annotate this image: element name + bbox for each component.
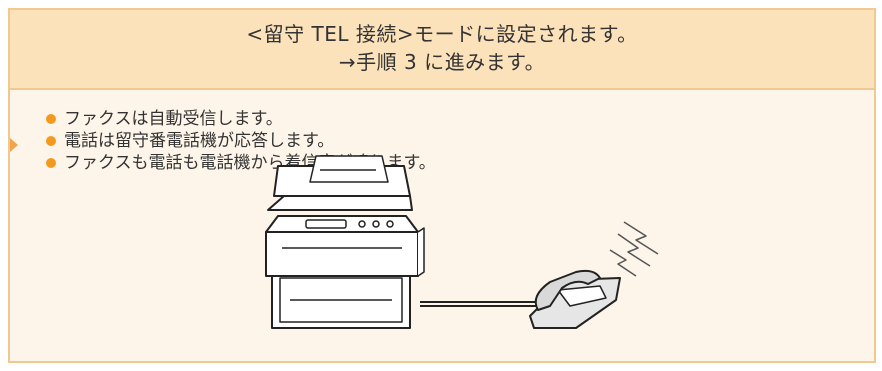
- list-item-text: ファクスは自動受信します。: [64, 109, 283, 129]
- bullet-dot-icon: [46, 136, 56, 146]
- mode-title: <留守 TEL 接続>モードに設定されます。: [246, 22, 638, 46]
- list-item: ファクスは自動受信します。: [46, 108, 436, 130]
- list-item-text: 電話は留守番電話機が応答します。: [64, 131, 335, 151]
- bullet-dot-icon: [46, 158, 56, 168]
- fax-machine-icon: [265, 155, 425, 329]
- ringing-lightning-icon: [609, 221, 659, 277]
- mode-header: <留守 TEL 接続>モードに設定されます。 →手順 3 に進みます。: [10, 10, 874, 90]
- flow-arrow-icon: [10, 138, 18, 152]
- info-panel: <留守 TEL 接続>モードに設定されます。 →手順 3 に進みます。 ファクス…: [8, 8, 876, 363]
- telephone-icon: [529, 269, 621, 329]
- bullet-dot-icon: [46, 114, 56, 124]
- next-step-text: →手順 3 に進みます。: [338, 50, 546, 74]
- connection-illustration: [265, 155, 659, 329]
- list-item: 電話は留守番電話機が応答します。: [46, 130, 436, 152]
